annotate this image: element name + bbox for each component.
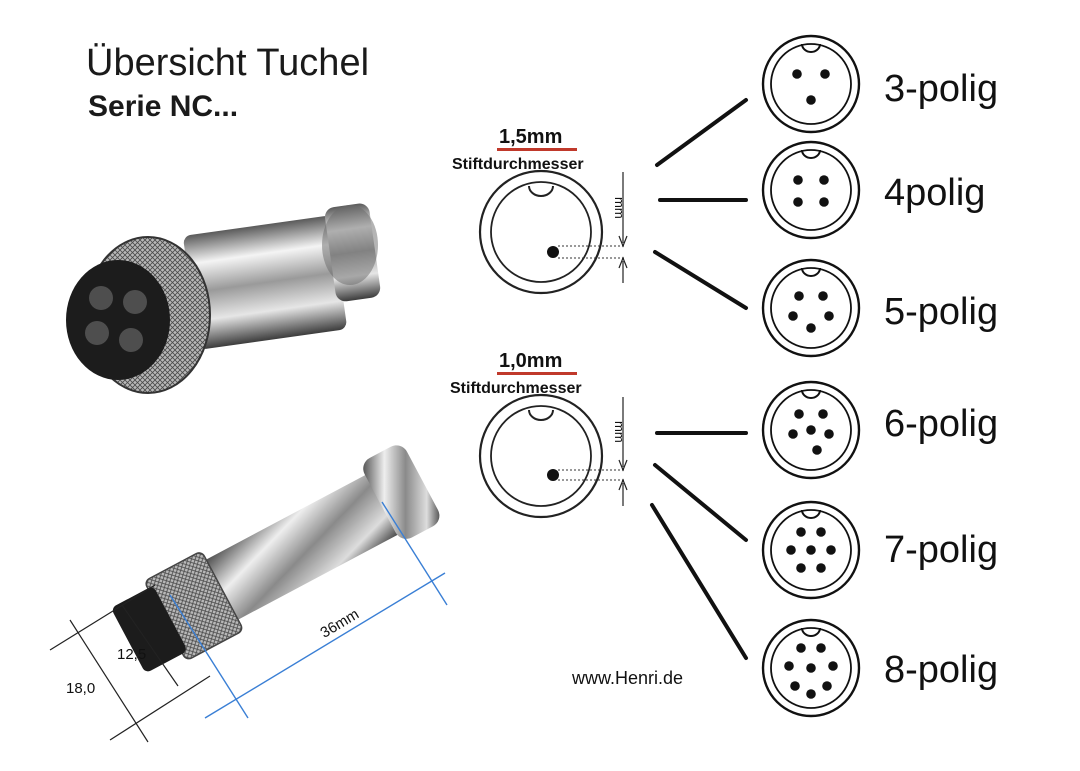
dimension-label-front: 12,5 bbox=[117, 646, 147, 663]
connector-pin-6-3 bbox=[788, 429, 798, 439]
dimension-lines bbox=[169, 501, 448, 719]
connector-faces bbox=[761, 34, 861, 718]
dimension-line-length bbox=[204, 572, 446, 719]
connector-pin-4-3 bbox=[793, 197, 803, 207]
connector-face-key-6 bbox=[801, 389, 821, 399]
connector-line-7 bbox=[653, 463, 748, 542]
connector-pin-7-1 bbox=[796, 527, 806, 537]
connector-pin-5-3 bbox=[788, 311, 798, 321]
connector-label-3: 3-polig bbox=[884, 68, 999, 110]
connector-face-5 bbox=[761, 258, 861, 358]
page-title: Übersicht Tuchel bbox=[86, 42, 370, 84]
dimension-line-bottom bbox=[109, 675, 211, 741]
connector-pin-7-5 bbox=[826, 545, 836, 555]
pin-diagram-2 bbox=[478, 393, 628, 519]
connector-pin-5-2 bbox=[818, 291, 828, 301]
connector-label-7: 7-polig bbox=[884, 529, 999, 571]
connector-face-8 bbox=[761, 618, 861, 718]
connector-photo-front bbox=[66, 203, 381, 394]
connector-face-key-4 bbox=[801, 149, 821, 159]
connector-face-6 bbox=[761, 380, 861, 480]
connector-pin-7-2 bbox=[816, 527, 826, 537]
connector-pin-8-7 bbox=[822, 681, 832, 691]
connector-pin-5-1 bbox=[794, 291, 804, 301]
pin-diameter-underline-1 bbox=[497, 148, 577, 151]
connector-face-key-3 bbox=[801, 43, 821, 53]
connector-face-inner-4 bbox=[770, 149, 852, 231]
connector-pin-8-5 bbox=[828, 661, 838, 671]
connector-pin-7-6 bbox=[796, 563, 806, 573]
connector-face-key-8 bbox=[801, 627, 821, 637]
pin-diameter-caption-1: Stiftdurchmesser bbox=[452, 156, 584, 173]
connector-face-inner-8 bbox=[770, 627, 852, 709]
connector-pin-8-8 bbox=[806, 689, 816, 699]
connector-face-outer-3 bbox=[761, 34, 861, 134]
connector-pin-4-4 bbox=[819, 197, 829, 207]
connector-pin-7-7 bbox=[816, 563, 826, 573]
connector-pin-3-2 bbox=[820, 69, 830, 79]
pin-diameter-label-2: 1,0mm bbox=[499, 350, 563, 372]
dimension-extension-right bbox=[381, 501, 448, 606]
page-subtitle: Serie NC... bbox=[88, 90, 239, 123]
connector-label-8: 8-polig bbox=[884, 649, 999, 691]
connector-face-inner-6 bbox=[770, 389, 852, 471]
connector-face-7 bbox=[761, 500, 861, 600]
connector-pin-5-4 bbox=[824, 311, 834, 321]
connector-pin-3-1 bbox=[792, 69, 802, 79]
connector-pin-8-2 bbox=[816, 643, 826, 653]
connector-label-5: 5-polig bbox=[884, 291, 999, 333]
connector-pin-4-1 bbox=[793, 175, 803, 185]
connector-pin-6-4 bbox=[824, 429, 834, 439]
connector-pin-6-1 bbox=[794, 409, 804, 419]
dimension-extension-left bbox=[169, 594, 249, 719]
connector-face-inner-3 bbox=[770, 43, 852, 125]
pin-unit-label-2: mm bbox=[612, 421, 627, 443]
connector-face-inner-7 bbox=[770, 509, 852, 591]
connector-line-8 bbox=[650, 503, 748, 660]
connector-face-outer-4 bbox=[761, 140, 861, 240]
connector-pin-3-3 bbox=[806, 95, 816, 105]
connector-pin-6-5 bbox=[806, 425, 816, 435]
connector-pin-7-3 bbox=[786, 545, 796, 555]
connector-line-5 bbox=[653, 250, 748, 310]
connector-pin-5-5 bbox=[806, 323, 816, 333]
connector-face-inner-5 bbox=[770, 267, 852, 349]
connector-photo-side bbox=[112, 445, 440, 672]
connector-face-outer-5 bbox=[761, 258, 861, 358]
connector-pin-4-2 bbox=[819, 175, 829, 185]
dimension-label-width: 18,0 bbox=[66, 680, 96, 697]
dimension-lines-black bbox=[49, 584, 211, 743]
connector-label-4: 4polig bbox=[884, 172, 986, 214]
pin-unit-label-1: mm bbox=[612, 197, 627, 219]
dimension-extension-front bbox=[121, 604, 179, 687]
connector-lines bbox=[650, 98, 748, 660]
connector-face-3 bbox=[761, 34, 861, 134]
connector-label-6: 6-polig bbox=[884, 403, 999, 445]
pin-diagram-1 bbox=[478, 169, 628, 295]
connector-pin-8-1 bbox=[796, 643, 806, 653]
website-link[interactable]: www.Henri.de bbox=[572, 668, 684, 688]
dimension-extension-width bbox=[69, 619, 149, 743]
pin-diameter-label-1: 1,5mm bbox=[499, 126, 563, 148]
connector-pin-8-3 bbox=[784, 661, 794, 671]
connector-pin-6-2 bbox=[818, 409, 828, 419]
connector-face-key-7 bbox=[801, 509, 821, 519]
connector-pin-6-6 bbox=[812, 445, 822, 455]
connector-face-key-5 bbox=[801, 267, 821, 277]
pin-diameter-underline-2 bbox=[497, 372, 577, 375]
pin-diameter-caption-2: Stiftdurchmesser bbox=[450, 380, 582, 397]
connector-face-4 bbox=[761, 140, 861, 240]
connector-pin-7-4 bbox=[806, 545, 816, 555]
connector-line-3 bbox=[655, 98, 748, 167]
connector-pin-8-4 bbox=[806, 663, 816, 673]
connector-pin-8-6 bbox=[790, 681, 800, 691]
dimension-line-top bbox=[49, 584, 156, 651]
